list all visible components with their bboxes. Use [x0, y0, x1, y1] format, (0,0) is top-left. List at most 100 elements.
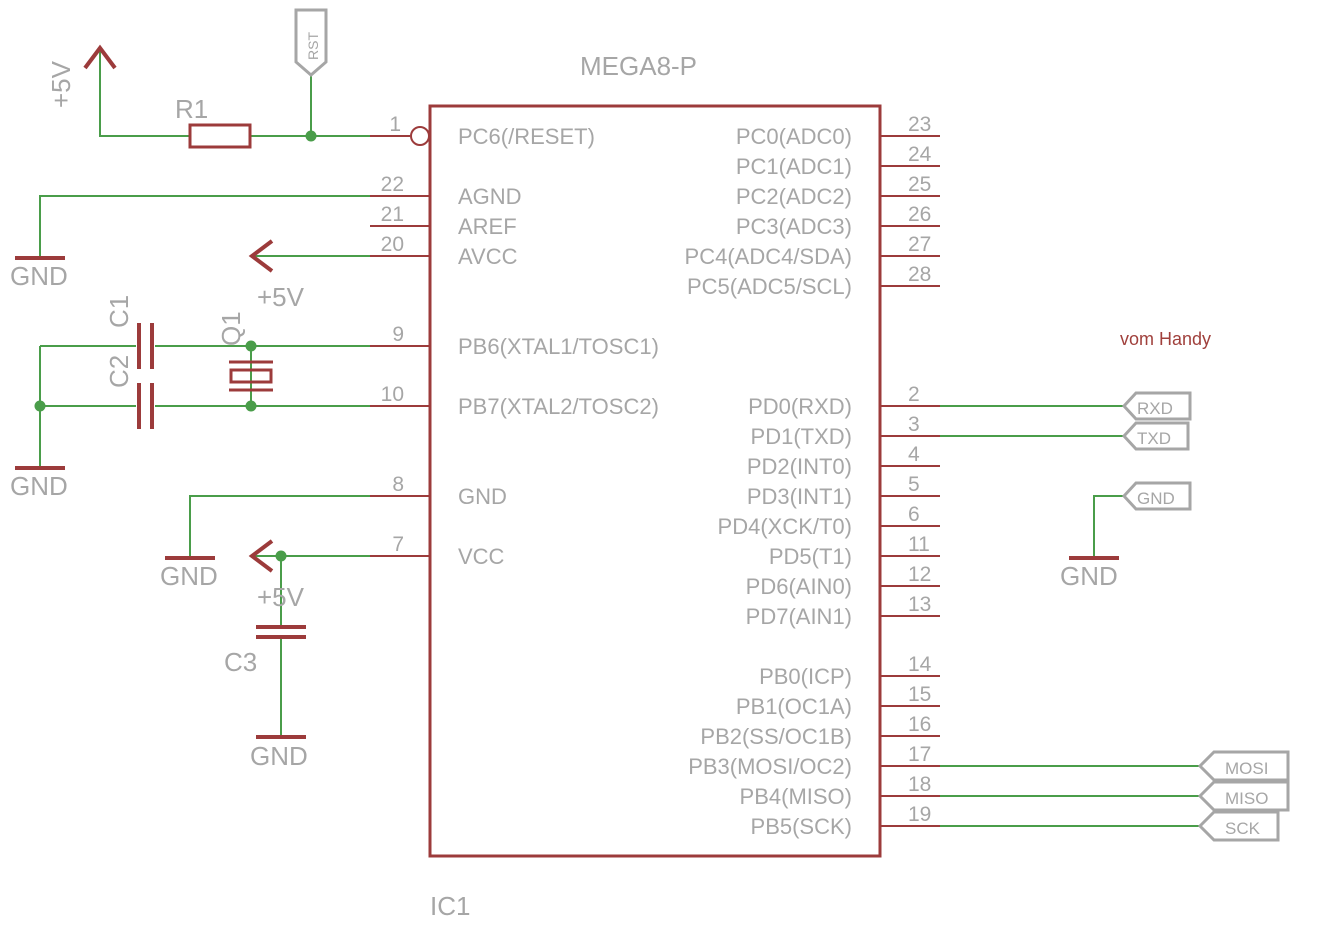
ic1-right-pins: 23PC0(ADC0)24PC1(ADC1)25PC2(ADC2)26PC3(A…: [685, 113, 940, 839]
pin-label: PC0(ADC0): [736, 124, 852, 149]
pin-label: PD0(RXD): [748, 394, 852, 419]
pin-number: 27: [908, 233, 931, 256]
supply-5v-label: +5V: [257, 282, 305, 312]
uart-connections: RXD TXD vom Handy GND GND: [940, 329, 1211, 591]
gnd-flag: [1121, 481, 1192, 511]
pin-label: PD7(AIN1): [746, 604, 852, 629]
pin-number: 6: [908, 503, 920, 526]
pin-number: 1: [389, 113, 401, 136]
pin-label: GND: [458, 484, 507, 509]
junction-dot: [305, 130, 317, 142]
pin-label: AVCC: [458, 244, 518, 269]
pin-label: PB5(SCK): [751, 814, 852, 839]
pin-label: PC6(/RESET): [458, 124, 595, 149]
pin-number: 18: [908, 773, 931, 796]
pin-number: 12: [908, 563, 931, 586]
pin-label: PB7(XTAL2/TOSC2): [458, 394, 659, 419]
gnd-label: GND: [10, 261, 68, 291]
pin-label: AREF: [458, 214, 517, 239]
pin-number: 21: [381, 203, 404, 226]
pin-number: 17: [908, 743, 931, 766]
oscillator-circuit: C1 C2 Q1 GND: [10, 295, 370, 501]
resistor-r1-icon: [188, 123, 252, 149]
analog-supply: GND +5V: [10, 195, 370, 312]
pin-label: PC4(ADC4/SDA): [685, 244, 852, 269]
supply-5v-label: +5V: [257, 582, 305, 612]
pin-number: 3: [908, 413, 920, 436]
pin-label: PB4(MISO): [740, 784, 852, 809]
pin-label: PD5(T1): [769, 544, 852, 569]
pin-label: PC2(ADC2): [736, 184, 852, 209]
isp-connections: MOSI MISO SCK: [940, 750, 1290, 842]
crystal-q1-icon: [229, 360, 273, 392]
miso-flag: [1197, 780, 1290, 812]
pin-label: PD3(INT1): [747, 484, 852, 509]
pin-number: 19: [908, 803, 931, 826]
ic1-body: [428, 104, 882, 858]
pin-number: 11: [908, 533, 930, 556]
pin-number: 10: [381, 383, 404, 406]
pin-number: 4: [908, 443, 920, 466]
junction-dot: [245, 340, 257, 352]
pin-label: PB6(XTAL1/TOSC1): [458, 334, 659, 359]
pin-label: PD2(INT0): [747, 454, 852, 479]
ic1-left-pins: 1 PC6(/RESET) 22 AGND 21 AREF 20 AVCC 9 …: [370, 113, 659, 569]
pin-number: 7: [392, 533, 404, 556]
junction-dot: [34, 400, 46, 412]
mosi-label: MOSI: [1225, 759, 1268, 778]
note-vom-handy: vom Handy: [1120, 329, 1211, 349]
supply-arrow-icon: [248, 239, 274, 273]
sck-label: SCK: [1225, 819, 1261, 838]
pin-label: PD1(TXD): [751, 424, 852, 449]
pin-label: PB3(MOSI/OC2): [688, 754, 852, 779]
pin-label: PD4(XCK/T0): [718, 514, 852, 539]
c1-label: C1: [104, 295, 134, 328]
pin-label: PB1(OC1A): [736, 694, 852, 719]
supply-arrow-icon: [83, 44, 117, 70]
gnd-label: GND: [250, 741, 308, 771]
pin-number: 2: [908, 383, 920, 406]
txd-flag: [1121, 421, 1190, 451]
rxd-label: RXD: [1137, 399, 1173, 418]
pin-number: 9: [392, 323, 404, 346]
pin-number: 14: [908, 653, 932, 676]
pin-label: PB2(SS/OC1B): [700, 724, 852, 749]
q1-label: Q1: [216, 311, 246, 346]
rxd-flag: [1121, 391, 1192, 421]
sck-flag: [1197, 810, 1280, 842]
r1-label: R1: [175, 94, 208, 124]
c3-label: C3: [224, 647, 257, 677]
mosi-flag: [1197, 750, 1290, 782]
pin-number: 24: [908, 143, 932, 166]
pin-number: 25: [908, 173, 931, 196]
miso-label: MISO: [1225, 789, 1268, 808]
pin-label: PC5(ADC5/SCL): [687, 274, 852, 299]
pin-number: 16: [908, 713, 931, 736]
gnd-label: GND: [1060, 561, 1118, 591]
pin-label: AGND: [458, 184, 522, 209]
pin-number: 8: [392, 473, 404, 496]
pin-number: 20: [381, 233, 404, 256]
pin-number: 26: [908, 203, 931, 226]
pin-label: PC1(ADC1): [736, 154, 852, 179]
gnd-label: GND: [10, 471, 68, 501]
pin-number: 15: [908, 683, 931, 706]
pin-number: 28: [908, 263, 931, 286]
reset-circuit: +5V R1 RST: [46, 8, 370, 149]
pin-number: 22: [381, 173, 404, 196]
junction-dot: [245, 400, 257, 412]
ic1-name: IC1: [430, 891, 470, 921]
pin-label: VCC: [458, 544, 505, 569]
ic1-value: MEGA8-P: [580, 51, 697, 81]
supply-5v-label: +5V: [46, 60, 76, 108]
gnd-flag-label: GND: [1137, 489, 1175, 508]
rst-label: RST: [305, 32, 321, 60]
c2-label: C2: [104, 355, 134, 388]
digital-ground: GND: [160, 495, 370, 591]
supply-arrow-icon: [248, 539, 274, 573]
pin-number: 5: [908, 473, 920, 496]
rst-flag: [294, 8, 328, 77]
txd-label: TXD: [1137, 429, 1171, 448]
pin-number: 23: [908, 113, 931, 136]
